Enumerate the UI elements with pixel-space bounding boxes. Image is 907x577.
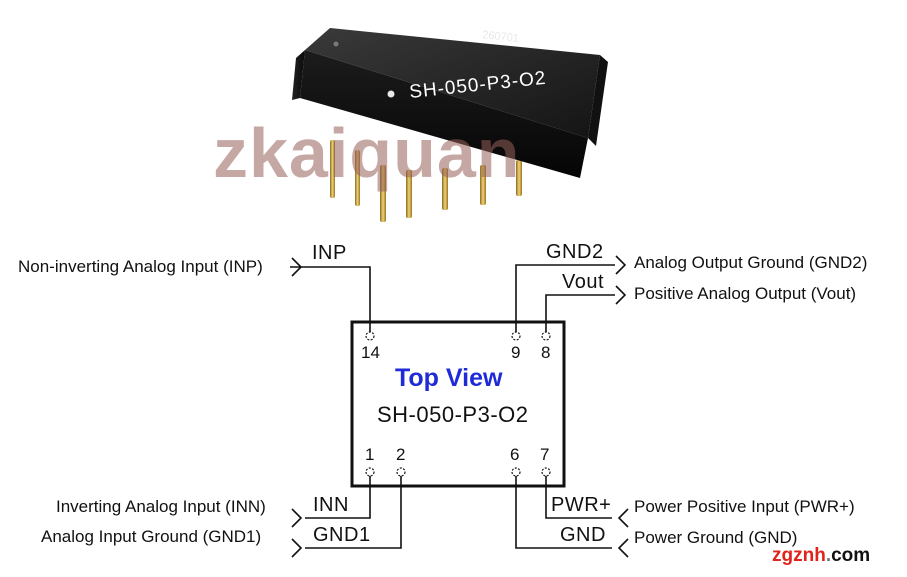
pin-hole-6 (511, 467, 521, 477)
wire-pin1 (305, 476, 371, 519)
pin-desc-gnd2: Analog Output Ground (GND2) (634, 253, 868, 272)
module-model: SH-050-P3-O2 (377, 402, 529, 427)
brand-part2: com (831, 545, 871, 566)
pin-hole-8 (541, 331, 551, 341)
signal-label-pwr: PWR+ (551, 494, 612, 516)
wire-pin9 (515, 264, 615, 332)
pin-hole-14 (365, 331, 375, 341)
arrow-inp (291, 257, 303, 277)
pin-desc-vout: Positive Analog Output (Vout) (634, 284, 857, 303)
pin-desc-gnd: Power Ground (GND) (634, 528, 798, 547)
pin-hole-1 (365, 467, 375, 477)
pin-hole-2 (396, 467, 406, 477)
module-outline (350, 320, 566, 488)
pin-number-6: 6 (510, 445, 520, 464)
pin-number-8: 8 (541, 343, 551, 362)
brand-dot: . (825, 545, 832, 566)
arrow-gnd1 (291, 538, 303, 558)
pin-desc-gnd1: Analog Input Ground (GND1) (41, 527, 262, 546)
arrow-gnd2 (615, 255, 627, 275)
brand-part1: zgznh (772, 545, 826, 566)
wire-pin2 (305, 476, 402, 549)
pin-number-9: 9 (511, 343, 521, 362)
pin-number-14: 14 (361, 343, 380, 362)
wire-pin8 (545, 294, 615, 332)
product-photo: 260701 SH-050-P3-O2 (292, 28, 608, 222)
pin-hole-7 (541, 467, 551, 477)
arrow-pwr (617, 508, 629, 528)
signal-label-inn: INN (313, 494, 349, 516)
arrow-gnd (617, 538, 629, 558)
arrow-inn (291, 508, 303, 528)
site-brand: zgznh.com (772, 546, 870, 565)
signal-label-gnd1: GND1 (313, 524, 371, 546)
signal-label-gnd: GND (560, 524, 606, 546)
pin-number-2: 2 (396, 445, 406, 464)
diagram-title: Top View (395, 364, 503, 392)
pin-number-1: 1 (365, 445, 375, 464)
pin-hole-9 (511, 331, 521, 341)
pin-number-7: 7 (540, 445, 550, 464)
signal-label-gnd2: GND2 (546, 241, 604, 263)
wire-pin6 (515, 476, 612, 549)
signal-label-inp: INP (312, 242, 347, 264)
pin-desc-pwr: Power Positive Input (PWR+) (634, 497, 855, 516)
module-pins (330, 140, 522, 222)
date-code: 260701 (482, 29, 520, 45)
pin-desc-inn: Inverting Analog Input (INN) (56, 497, 266, 516)
watermark-text: zkaiquan (213, 114, 521, 192)
pin-desc-inp: Non-inverting Analog Input (INP) (18, 257, 263, 276)
wire-pin14 (290, 266, 371, 332)
signal-label-vout: Vout (562, 271, 605, 293)
arrow-vout (615, 285, 627, 305)
wire-pin7 (545, 476, 612, 519)
